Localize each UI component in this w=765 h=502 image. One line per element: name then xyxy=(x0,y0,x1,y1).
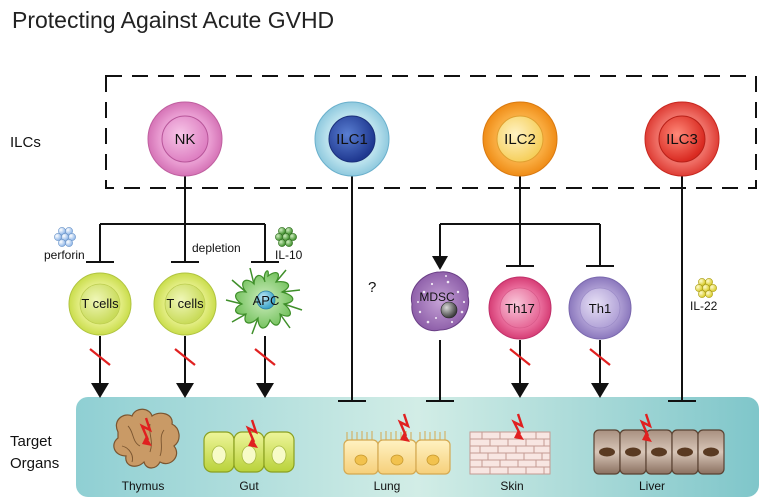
cell-ilc1: ILC1 xyxy=(314,101,390,177)
th17-label: Th17 xyxy=(505,301,535,316)
mdsc-label: MDSC xyxy=(419,290,455,304)
organ-skin: Skin xyxy=(469,413,551,493)
tcells-2-label: T cells xyxy=(166,296,204,311)
organ-liver: Liver xyxy=(593,413,725,493)
th1-label: Th1 xyxy=(589,301,611,316)
arrow-th17-skin xyxy=(511,383,529,398)
thymus-label: Thymus xyxy=(122,479,165,493)
perforin-icon xyxy=(54,227,76,247)
arrow-th1-liver xyxy=(591,383,609,398)
organ-lung: Lung xyxy=(343,413,451,493)
liver-label: Liver xyxy=(639,479,665,493)
ilc2-label: ILC2 xyxy=(504,131,536,148)
cell-ilc3: ILC3 xyxy=(644,101,720,177)
gut-label: Gut xyxy=(239,479,259,493)
il10-icon xyxy=(275,227,297,247)
cell-th1: Th1 xyxy=(568,276,632,340)
il22-label: IL-22 xyxy=(690,299,718,313)
connection-lines xyxy=(86,175,696,402)
cell-tcells-2: T cells xyxy=(153,272,217,336)
diagram-title: Protecting Against Acute GVHD xyxy=(12,7,334,33)
organ-gut: Gut xyxy=(203,419,295,493)
cell-mdsc: MDSC xyxy=(410,271,470,332)
arrow-to-mdsc xyxy=(432,256,448,270)
lung-label: Lung xyxy=(374,479,401,493)
row-label-target-line2: Organs xyxy=(10,455,59,472)
depletion-label: depletion xyxy=(192,241,241,255)
cell-apc: APC xyxy=(225,267,303,335)
perforin-label: perforin xyxy=(44,248,85,262)
nk-label: NK xyxy=(175,131,196,148)
row-label-ilcs: ILCs xyxy=(10,134,41,151)
apc-label: APC xyxy=(253,293,280,308)
skin-label: Skin xyxy=(500,479,523,493)
cell-ilc2: ILC2 xyxy=(482,101,558,177)
arrow-heads xyxy=(91,256,609,398)
row-label-target-line1: Target xyxy=(10,433,53,450)
ilc3-label: ILC3 xyxy=(666,131,698,148)
cell-nk: NK xyxy=(147,101,223,177)
il10-label: IL-10 xyxy=(275,248,303,262)
il22-icon xyxy=(695,278,717,298)
ilc-dashed-box xyxy=(105,75,757,189)
ilc1-label: ILC1 xyxy=(336,131,368,148)
cell-th17: Th17 xyxy=(488,276,552,340)
ilc1-unknown-label: ? xyxy=(368,279,376,296)
inhibition-slashes xyxy=(89,348,611,366)
organ-thymus: Thymus xyxy=(113,408,180,493)
arrow-apc-gut xyxy=(256,383,274,398)
arrow-tcells1-thymus xyxy=(91,383,109,398)
cell-tcells-1: T cells xyxy=(68,272,132,336)
tcells-1-label: T cells xyxy=(81,296,119,311)
arrow-tcells2-thymus xyxy=(176,383,194,398)
